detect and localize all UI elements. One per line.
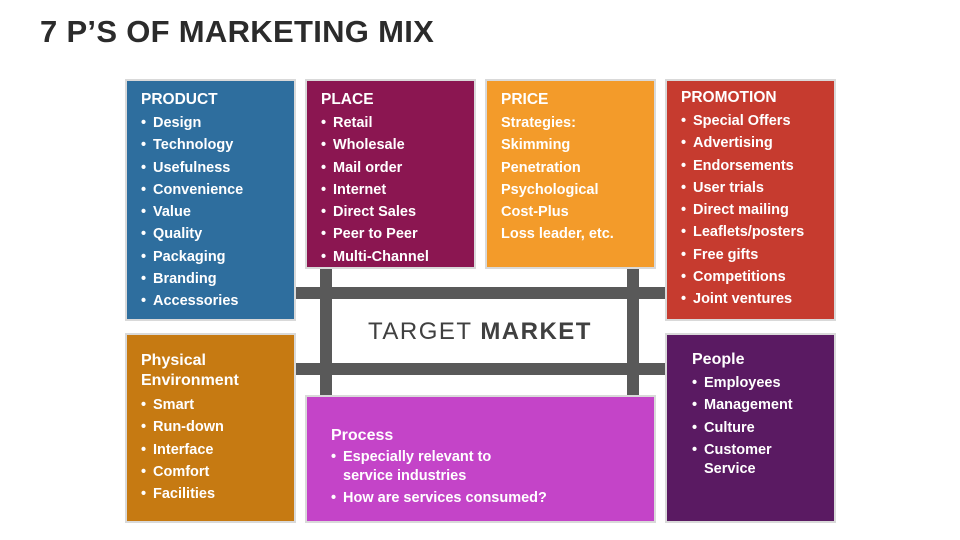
target-label-bold: MARKET [480, 318, 592, 345]
list-item: Value [141, 201, 280, 224]
list-item: Free gifts [681, 244, 820, 267]
list-item: Facilities [141, 483, 280, 506]
list-item: Comfort [141, 461, 280, 484]
list-item: Direct mailing [681, 199, 820, 222]
list-item: Culture [692, 417, 820, 440]
list-item: User trials [681, 177, 820, 200]
list-item: Design [141, 112, 280, 135]
list-item: Smart [141, 394, 280, 417]
people-list: Employees Management Culture Customer Se… [692, 372, 820, 479]
list-item: Employees [692, 372, 820, 395]
list-item: Usefulness [141, 157, 280, 180]
list-item: Convenience [141, 179, 280, 202]
place-box: PLACE Retail Wholesale Mail order Intern… [305, 79, 476, 269]
place-list: Retail Wholesale Mail order Internet Dir… [321, 112, 460, 268]
list-item: Direct Sales [321, 201, 460, 224]
list-item: Retail [321, 112, 460, 135]
people-box: People Employees Management Culture Cust… [665, 333, 836, 523]
list-item: Special Offers [681, 110, 820, 133]
connector-bar-bottom [292, 363, 670, 375]
promotion-list: Special Offers Advertising Endorsements … [681, 110, 820, 311]
place-title: PLACE [321, 91, 374, 108]
physical-environment-title: Physical Environment [141, 351, 280, 391]
connector-bar-left [320, 262, 332, 402]
physical-environment-list: Smart Run-down Interface Comfort Facilit… [141, 394, 280, 506]
list-item: Competitions [681, 266, 820, 289]
list-item: Penetration [501, 159, 581, 176]
list-item: Psychological [501, 181, 599, 198]
list-item: Loss leader, etc. [501, 226, 614, 243]
list-item: Technology [141, 134, 280, 157]
list-item: Peer to Peer [321, 223, 460, 246]
price-title: PRICE [501, 91, 549, 108]
list-item: Multi-Channel [321, 246, 460, 269]
list-item: Packaging [141, 246, 280, 269]
list-item: Endorsements [681, 155, 820, 178]
price-box: PRICE Strategies: Skimming Penetration P… [485, 79, 656, 269]
list-item: Skimming [501, 137, 571, 154]
product-list: Design Technology Usefulness Convenience… [141, 112, 280, 313]
list-item: Management [692, 394, 820, 417]
list-item: Mail order [321, 157, 460, 180]
list-item: Strategies: [501, 115, 576, 131]
list-item: Run-down [141, 416, 280, 439]
physical-title-line2: Environment [141, 372, 239, 389]
list-item: Customer Service [692, 441, 784, 479]
connector-bar-top [292, 287, 670, 299]
physical-title-line1: Physical [141, 352, 206, 369]
product-box: PRODUCT Design Technology Usefulness Con… [125, 79, 296, 321]
list-item: Leaflets/posters [681, 221, 820, 244]
list-item: Branding [141, 268, 280, 291]
process-title: Process [331, 427, 394, 444]
product-title: PRODUCT [141, 91, 218, 108]
page-title: 7 P’S OF MARKETING MIX [40, 14, 435, 49]
price-list: Strategies: Skimming Penetration Psychol… [501, 112, 640, 246]
list-item: Cost-Plus [501, 204, 569, 221]
list-item: Interface [141, 439, 280, 462]
list-item: Quality [141, 223, 280, 246]
list-item: Accessories [141, 290, 280, 313]
people-title: People [692, 351, 745, 368]
promotion-box: PROMOTION Special Offers Advertising End… [665, 79, 836, 321]
list-item: How are services consumed? [331, 489, 634, 508]
physical-environment-box: Physical Environment Smart Run-down Inte… [125, 333, 296, 523]
list-item: Wholesale [321, 134, 460, 157]
list-item: Internet [321, 179, 460, 202]
process-list: Especially relevant to service industrie… [331, 448, 634, 508]
connector-bar-right [627, 262, 639, 402]
target-market-label: TARGET MARKET [334, 310, 626, 354]
list-item: Advertising [681, 132, 820, 155]
list-item: Joint ventures [681, 288, 820, 311]
promotion-title: PROMOTION [681, 89, 777, 106]
target-label-light: TARGET [368, 318, 473, 345]
process-box: Process Especially relevant to service i… [305, 395, 656, 523]
list-item: Especially relevant to service industrie… [331, 448, 543, 486]
